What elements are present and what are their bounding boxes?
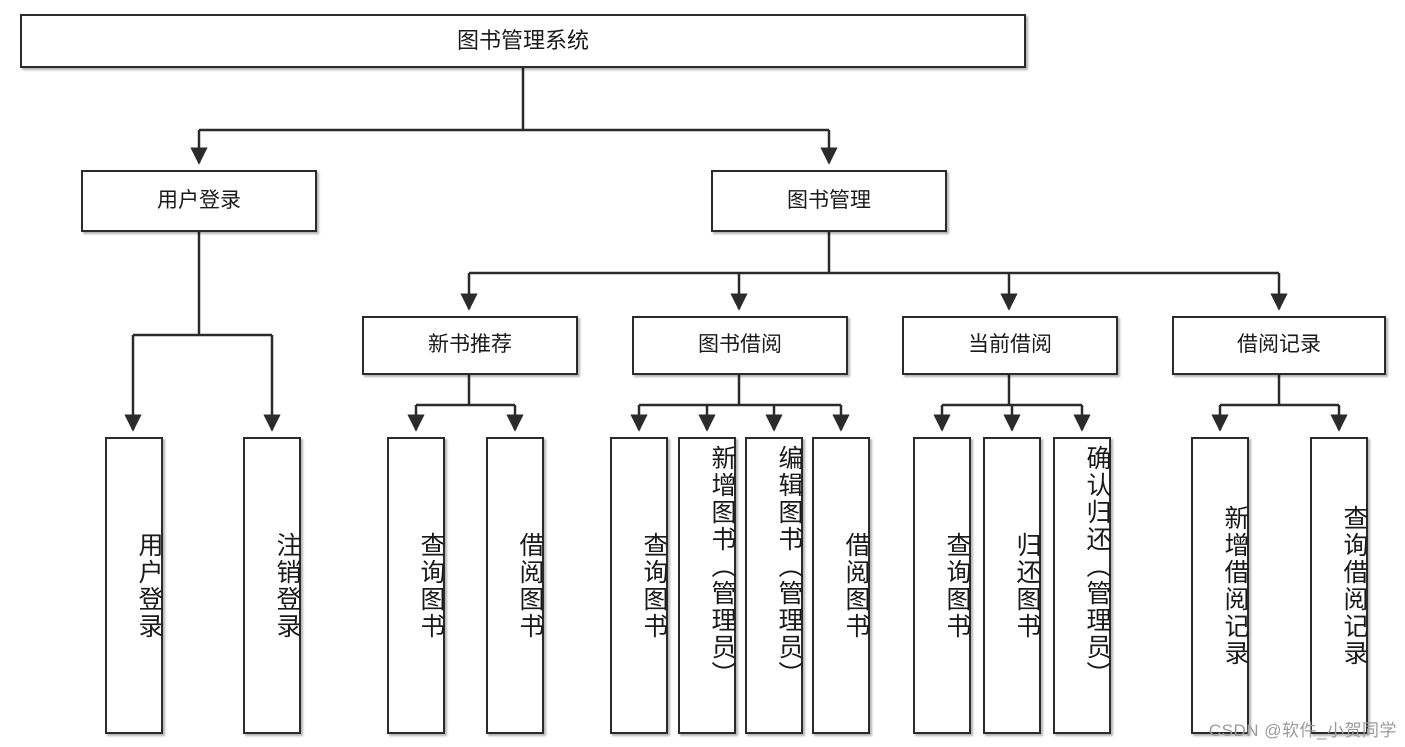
node-label: 借阅记录 — [1237, 333, 1321, 357]
leaf-node[interactable]: 新增图书（管理员） — [678, 437, 736, 734]
node-label: 确认归还（管理员） — [1083, 445, 1111, 688]
node-label: 新增图书（管理员） — [708, 445, 736, 688]
node-label: 查询图书 — [417, 531, 445, 640]
leaf-node[interactable]: 编辑图书（管理员） — [745, 437, 803, 734]
node-book-management[interactable]: 图书管理 — [711, 170, 947, 232]
node-label: 当前借阅 — [968, 333, 1052, 357]
leaf-node[interactable]: 用户登录 — [105, 437, 163, 734]
node-label: 注销登录 — [273, 531, 301, 640]
node-borrow-record[interactable]: 借阅记录 — [1172, 316, 1386, 375]
node-new-book-recommend[interactable]: 新书推荐 — [362, 316, 578, 375]
node-label: 编辑图书（管理员） — [775, 445, 803, 688]
node-current-borrow[interactable]: 当前借阅 — [902, 316, 1118, 375]
leaf-node[interactable]: 查询图书 — [610, 437, 668, 734]
node-label: 用户登录 — [135, 531, 163, 640]
leaf-node[interactable]: 查询图书 — [913, 437, 971, 734]
node-label: 借阅图书 — [842, 531, 870, 640]
node-label: 查询图书 — [640, 531, 668, 640]
leaf-node[interactable]: 确认归还（管理员） — [1053, 437, 1111, 734]
node-label: 图书管理系统 — [456, 28, 589, 54]
node-label: 用户登录 — [157, 188, 241, 212]
node-label: 查询借阅记录 — [1340, 504, 1368, 667]
node-label: 图书借阅 — [698, 333, 782, 357]
leaf-node[interactable]: 借阅图书 — [812, 437, 870, 734]
leaf-node[interactable]: 查询图书 — [387, 437, 445, 734]
leaf-node[interactable]: 新增借阅记录 — [1191, 437, 1249, 734]
node-label: 借阅图书 — [516, 531, 544, 640]
node-label: 查询图书 — [943, 531, 971, 640]
node-user-login[interactable]: 用户登录 — [81, 170, 317, 232]
node-book-borrow[interactable]: 图书借阅 — [632, 316, 848, 375]
node-root-system[interactable]: 图书管理系统 — [20, 14, 1026, 68]
watermark: CSDN @软件_小贺同学 — [1208, 721, 1397, 740]
node-label: 新书推荐 — [428, 333, 512, 357]
leaf-node[interactable]: 查询借阅记录 — [1310, 437, 1368, 734]
leaf-node[interactable]: 借阅图书 — [486, 437, 544, 734]
node-label: 新增借阅记录 — [1221, 504, 1249, 667]
node-label: 归还图书 — [1013, 531, 1041, 640]
leaf-node[interactable]: 归还图书 — [983, 437, 1041, 734]
node-label: 图书管理 — [787, 188, 871, 212]
leaf-node[interactable]: 注销登录 — [243, 437, 301, 734]
